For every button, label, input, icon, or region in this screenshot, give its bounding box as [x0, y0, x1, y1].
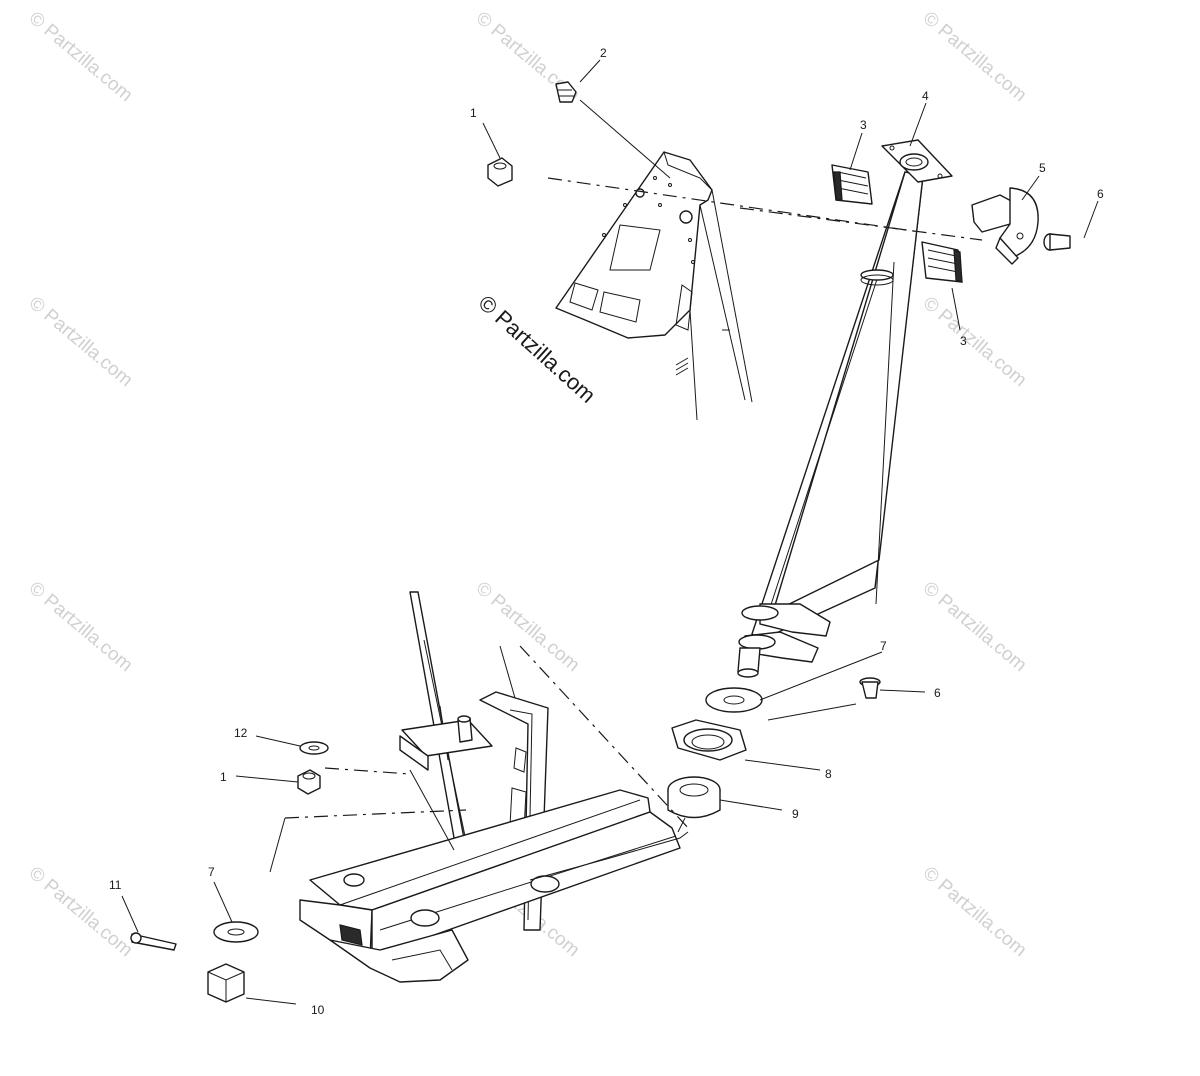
steering-clamp: [971, 187, 1039, 265]
watermark-text: © Partzilla.com: [472, 578, 584, 676]
callout-label: 9: [792, 807, 799, 821]
callout-label: 1: [470, 106, 477, 120]
callout-labels: 1 2 3 4 5 6 3 7 6 12 1 8 9 11 7 10: [109, 46, 1104, 1017]
nut-lower: [297, 769, 321, 795]
alignment-lines: [269, 177, 983, 881]
bolt-upper: [1043, 233, 1071, 251]
cotter-pin: [130, 932, 177, 951]
callout-label: 2: [600, 46, 607, 60]
castle-nut: [207, 963, 245, 1003]
watermark-text: © Partzilla.com: [919, 578, 1031, 676]
steering-post-top-plate: [881, 139, 953, 183]
callout-label: 5: [1039, 161, 1046, 175]
callout-label: 10: [311, 1003, 325, 1017]
watermark-text: © Partzilla.com: [25, 578, 137, 676]
washer-lower: [213, 921, 259, 943]
washer-small: [299, 741, 329, 755]
watermark-text: © Partzilla.com: [919, 8, 1031, 106]
bushing-upper: [831, 164, 873, 205]
callout-label: 6: [1097, 187, 1104, 201]
grease-fitting: [555, 81, 577, 103]
upper-frame-bracket: [555, 151, 753, 421]
callout-label: 1: [220, 770, 227, 784]
watermark-text: © Partzilla.com: [25, 293, 137, 391]
callout-label: 7: [880, 639, 887, 653]
callout-label: 8: [825, 767, 832, 781]
steering-post: [737, 171, 924, 678]
callout-label: 7: [208, 865, 215, 879]
callout-label: 4: [922, 89, 929, 103]
callout-label: 12: [234, 726, 248, 740]
bearing-flange: [671, 719, 747, 761]
bushing-bottom: [667, 776, 721, 819]
leader-lines: [121, 59, 1099, 1005]
lower-frame: [299, 591, 681, 983]
watermark-text: © Partzilla.com: [919, 863, 1031, 961]
watermark-text: © Partzilla.com: [25, 8, 137, 106]
watermark-text: © Partzilla.com: [919, 293, 1031, 391]
bolt-lower: [859, 677, 881, 699]
washer-upper: [705, 687, 763, 713]
callout-label: 6: [934, 686, 941, 700]
callout-label: 11: [109, 878, 122, 892]
callout-label: 3: [960, 334, 967, 348]
nut-upper: [487, 157, 513, 187]
bushing-lower: [921, 241, 963, 283]
callout-label: 3: [860, 118, 867, 132]
